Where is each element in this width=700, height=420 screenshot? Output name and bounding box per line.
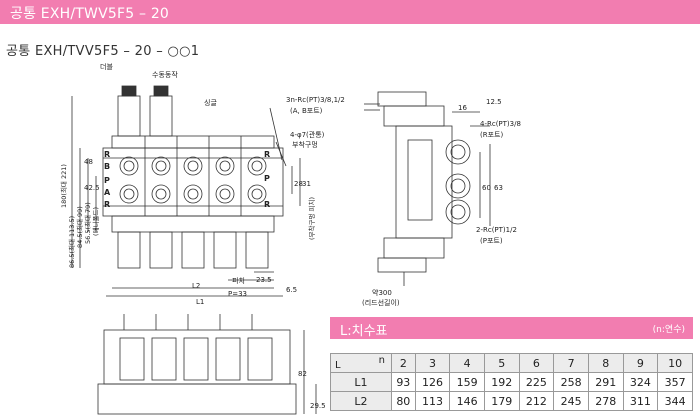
label-mount-holes2: 부착구멍: [292, 141, 318, 149]
table-cell: 80: [391, 391, 416, 411]
corner-cell: n L: [330, 353, 392, 373]
table-cell: 225: [518, 372, 555, 392]
port-letter: R: [264, 200, 271, 209]
label-lead2: (리드선길이): [362, 299, 400, 307]
table-row: L1 93 126 159 192 225 258 291 324 357: [330, 372, 693, 392]
dim-29-5: 29.5: [310, 402, 326, 410]
dim-v1: 180(최대 221): [60, 164, 68, 208]
label-pitch: 피치: [232, 277, 245, 285]
label-port-r2: (R포트): [480, 131, 504, 139]
label-port-p2: (P포트): [480, 237, 503, 245]
port-letter: R: [104, 150, 111, 159]
side-body: [395, 125, 453, 239]
bottom-view: [97, 314, 317, 415]
dim-v6: (부착구멍 피치): [308, 196, 316, 240]
table-cell: 212: [518, 391, 555, 411]
table-cell: 179: [483, 391, 520, 411]
table-cell: 357: [657, 372, 693, 392]
port-letter: A: [104, 188, 111, 197]
column-header: 10: [657, 353, 693, 373]
table-cell: 344: [657, 391, 693, 411]
column-header: 2: [391, 353, 416, 373]
table-note: (n:연수): [652, 325, 685, 335]
dim-82: 82: [298, 370, 307, 378]
label-lead: 약300: [372, 289, 392, 297]
column-header: 8: [587, 353, 624, 373]
label-single: 싱글: [204, 99, 217, 107]
model-code: 공통 EXH/TVV5F5 – 20 – ○○1: [6, 44, 200, 59]
page-header: 공통 EXH/TWV5F5 – 20: [0, 0, 700, 24]
table-cell: 245: [553, 391, 589, 411]
table-cell: 258: [553, 372, 589, 392]
label-port-r: 4-Rc(PT)3/8: [480, 120, 521, 128]
table-cell: 159: [449, 372, 485, 392]
label-mount-holes: 4-φ7(관통): [290, 131, 325, 139]
row-label: L2: [330, 391, 392, 411]
table-row: L2 80 113 146 179 212 245 278 311 344: [330, 391, 693, 411]
row-label: L1: [330, 372, 392, 392]
solenoid-coil: [149, 95, 173, 137]
label-port-ab2: (A, B포트): [290, 107, 323, 115]
port-letter: P: [264, 174, 270, 183]
front-view: [71, 85, 301, 297]
label-l1: L1: [196, 298, 205, 306]
dimension-table: n L 2 3 4 5 6 7 8 9 10 L1 93 126 159 192…: [330, 353, 693, 411]
label-p33: P=33: [228, 290, 247, 298]
column-header: 9: [622, 353, 659, 373]
dim-23-5: 23.5: [256, 276, 272, 284]
label-terminal: 더블: [100, 63, 113, 71]
table-cell: 324: [622, 372, 659, 392]
table-header-row: n L 2 3 4 5 6 7 8 9 10: [330, 353, 693, 373]
table-cell: 291: [587, 372, 624, 392]
table-cell: 113: [414, 391, 451, 411]
port-letter: R: [104, 200, 111, 209]
table-cell: 278: [587, 391, 624, 411]
table-cell: 311: [622, 391, 659, 411]
column-header: 3: [414, 353, 451, 373]
dim-48: 48: [84, 158, 93, 166]
port-letter: P: [104, 176, 110, 185]
table-header: L:치수표 (n:연수): [330, 317, 693, 339]
column-header: 4: [449, 353, 485, 373]
port-letter: R: [264, 150, 271, 159]
solenoid-coil: [117, 95, 141, 137]
dim-42-5: 42.5: [84, 184, 100, 192]
column-header: 7: [553, 353, 589, 373]
dim-12-5: 12.5: [486, 98, 502, 106]
dim-16: 16: [458, 104, 467, 112]
label-port-p: 2-Rc(PT)1/2: [476, 226, 517, 234]
dim-60: 60: [482, 184, 491, 192]
column-header: 6: [518, 353, 555, 373]
table-cell: 93: [391, 372, 416, 392]
label-port-ab: 3n-Rc(PT)3/8,1/2: [286, 96, 345, 104]
table-title: L:치수표: [340, 324, 388, 339]
dim-6-5: 6.5: [286, 286, 298, 294]
dim-31: 31: [302, 180, 311, 188]
dim-28: 28: [294, 180, 303, 188]
port-letter: B: [104, 162, 111, 171]
side-view: [364, 91, 491, 286]
dim-v5: (매니폴드): [92, 207, 100, 236]
page-title: 공통 EXH/TWV5F5 – 20: [10, 6, 170, 22]
label-l2: L2: [192, 282, 201, 290]
dim-63: 63: [494, 184, 503, 192]
label-manual: 수동동작: [152, 71, 178, 79]
column-header: 5: [483, 353, 520, 373]
table-cell: 146: [449, 391, 485, 411]
table-cell: 192: [483, 372, 520, 392]
table-cell: 126: [414, 372, 451, 392]
